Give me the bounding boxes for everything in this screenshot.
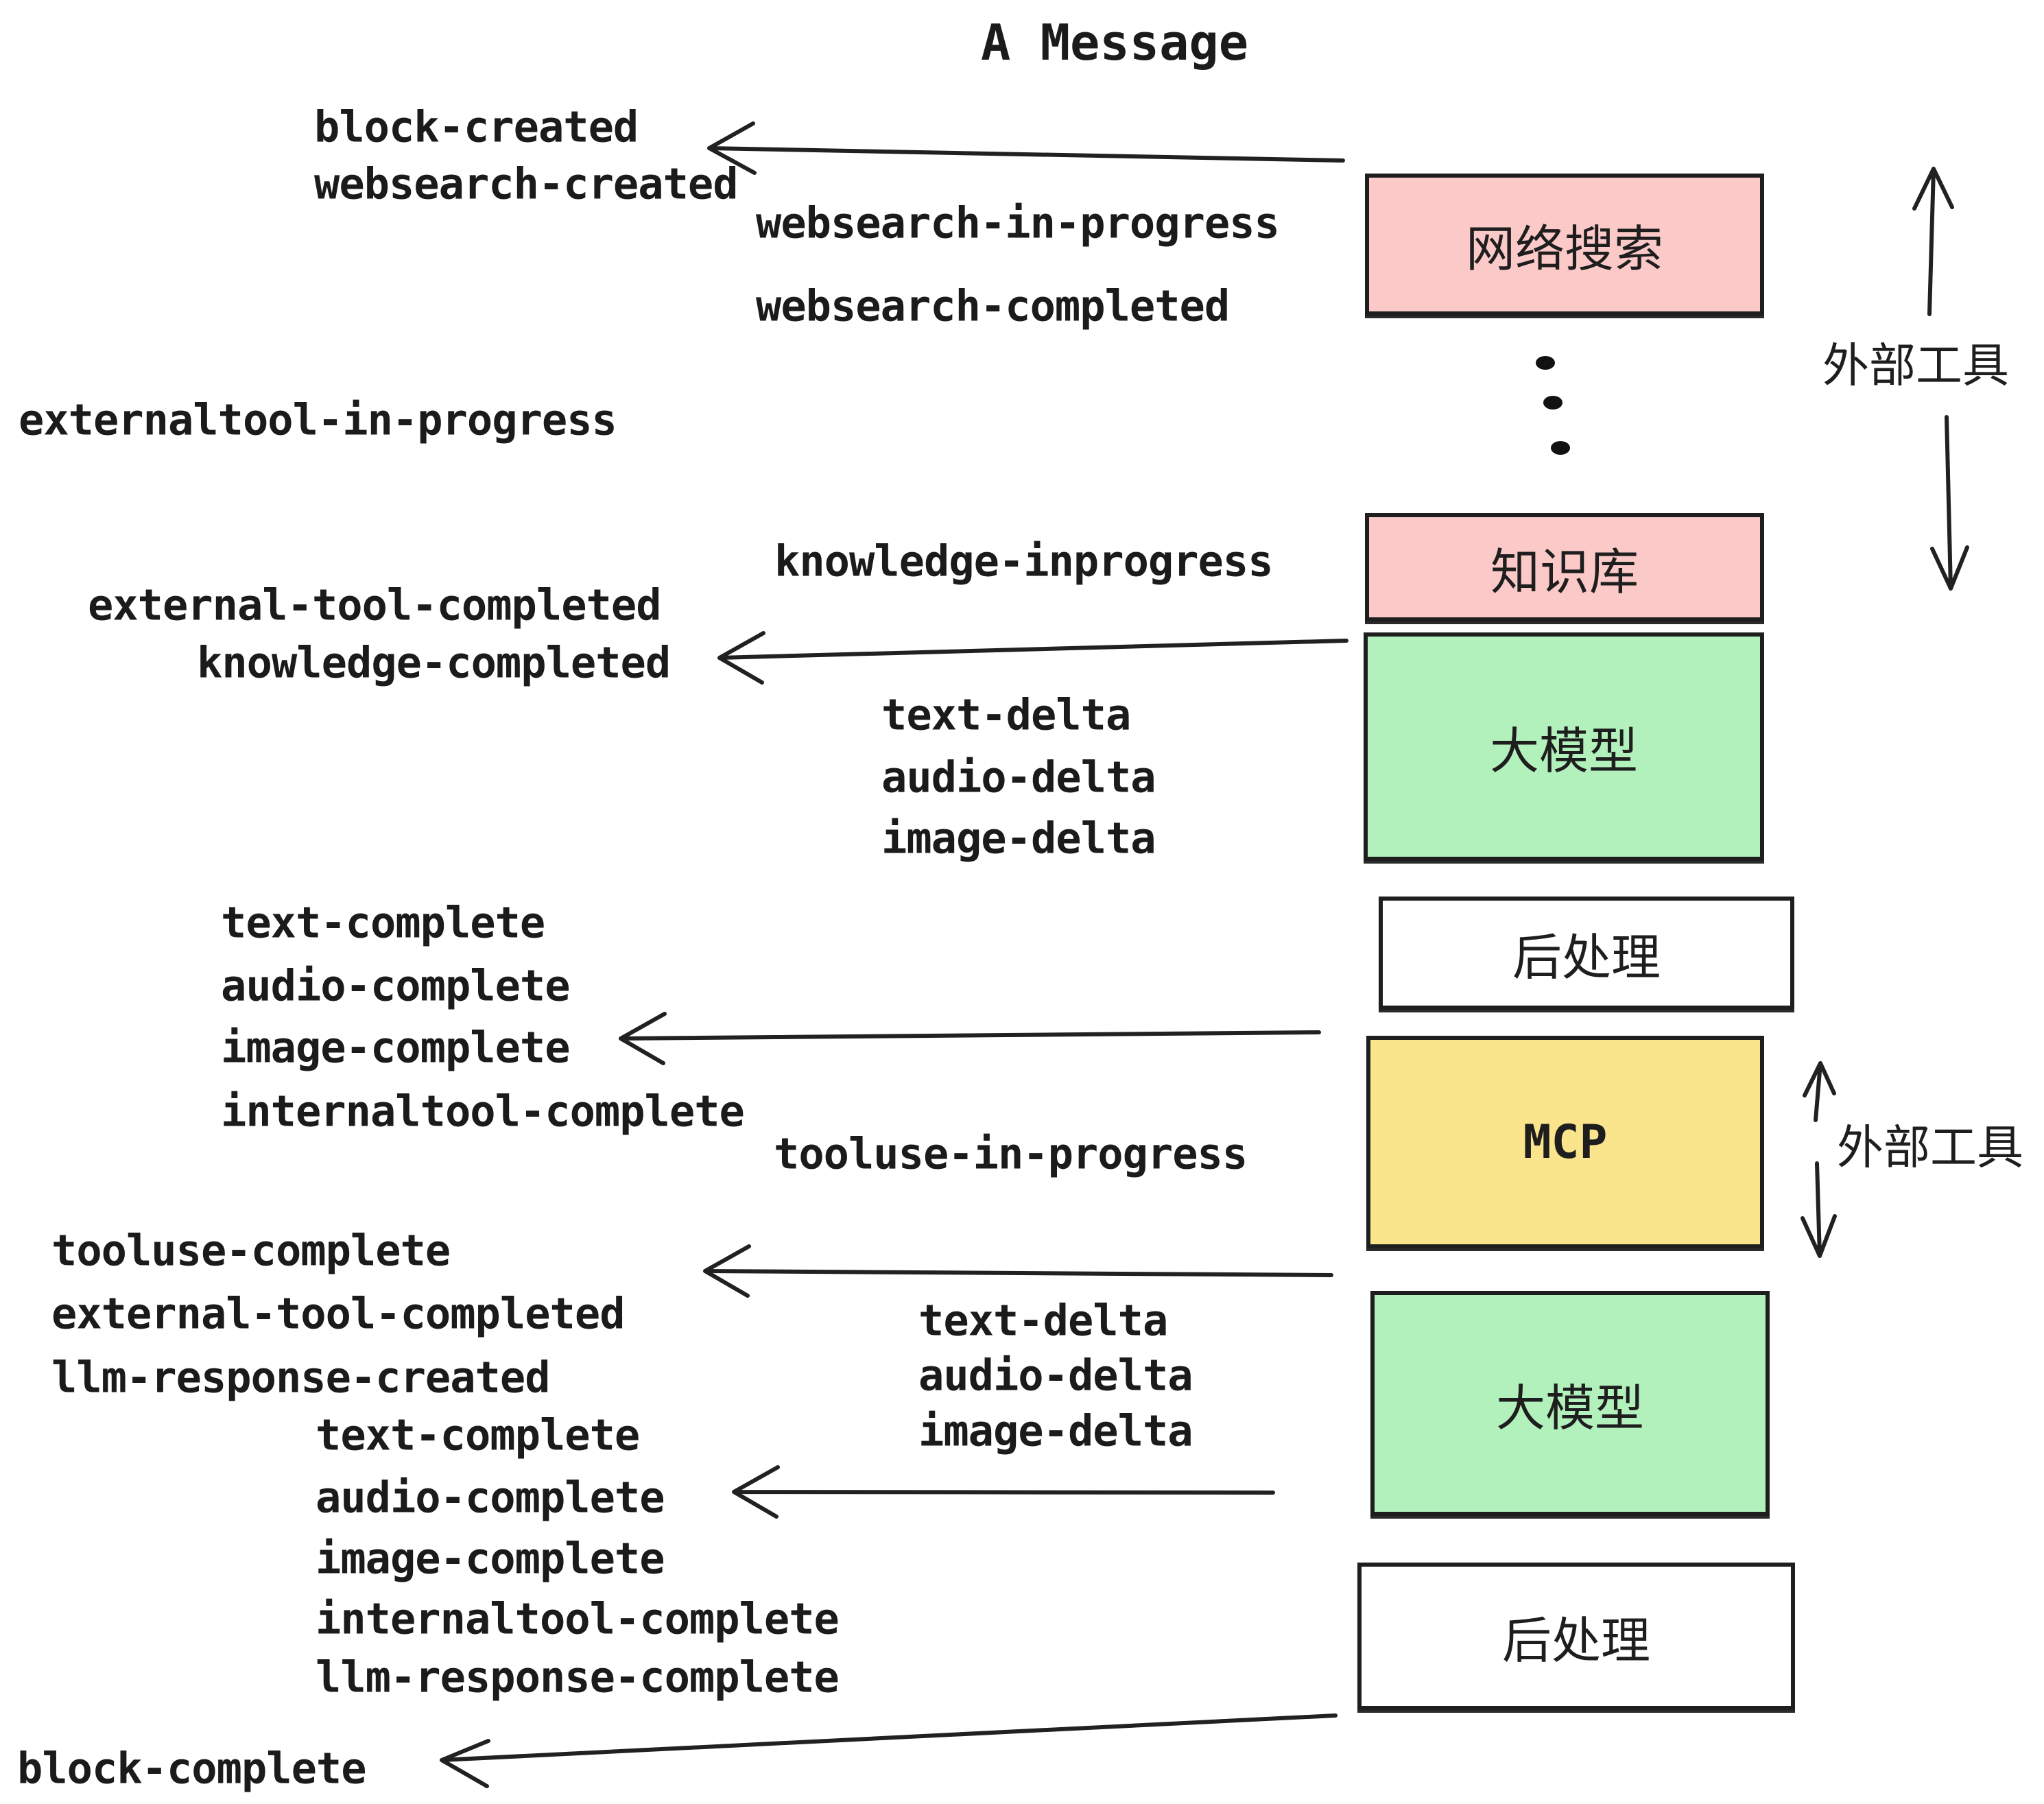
event-websearch-in-progress: websearch-in-progress: [756, 198, 1280, 248]
node-postprocess-2: 后处理: [1357, 1563, 1795, 1710]
event-block-complete: block-complete: [17, 1743, 367, 1794]
side-label-external-tools-mcp: 外部工具: [1837, 1121, 2024, 1176]
event-knowledge-completed: knowledge-completed: [197, 637, 671, 688]
event-audio-complete-1: audio-complete: [221, 960, 571, 1011]
vertical-ellipsis-dots: [1536, 356, 1570, 455]
event-llm-response-created: llm-response-created: [51, 1352, 551, 1403]
event-image-complete-1: image-complete: [221, 1022, 571, 1073]
event-websearch-completed: websearch-completed: [756, 281, 1230, 331]
external-tools-mcp-up-arrow: [1803, 1061, 1836, 1122]
external-tools-mcp-down-arrow: [1801, 1161, 1837, 1258]
arrow-knowledge-completed: [717, 631, 1348, 685]
external-tools-top-down-arrow: [1930, 415, 1969, 591]
event-tooluse-in-progress: tooluse-in-progress: [774, 1128, 1248, 1179]
event-text-complete-2: text-complete: [316, 1410, 640, 1460]
arrow-tooluse-complete: [703, 1244, 1333, 1298]
event-text-delta-1: text-delta: [881, 689, 1131, 740]
node-llm-1: 大模型: [1364, 632, 1764, 861]
event-image-delta-1: image-delta: [881, 813, 1156, 864]
event-block-created: block-created: [314, 102, 639, 152]
page-title: A Message: [981, 14, 1249, 71]
arrow-image-complete: [619, 1012, 1321, 1065]
external-tools-top-up-arrow: [1912, 167, 1954, 316]
event-external-tool-completed-2: external-tool-completed: [51, 1288, 626, 1339]
event-externaltool-in-progress: externaltool-in-progress: [19, 394, 617, 445]
event-text-delta-2: text-delta: [918, 1295, 1168, 1346]
event-internaltool-complete-2: internaltool-complete: [316, 1593, 840, 1644]
event-tooluse-complete: tooluse-complete: [51, 1225, 451, 1276]
event-knowledge-inprogress: knowledge-inprogress: [774, 536, 1274, 586]
event-image-complete-2: image-complete: [316, 1533, 665, 1584]
event-text-complete-1: text-complete: [221, 897, 545, 948]
event-external-tool-completed: external-tool-completed: [88, 580, 662, 630]
event-audio-delta-1: audio-delta: [881, 752, 1156, 803]
node-knowledge-base: 知识库: [1365, 513, 1764, 621]
node-llm-2: 大模型: [1370, 1291, 1770, 1516]
event-websearch-created: websearch-created: [314, 158, 739, 209]
node-websearch: 网络搜索: [1365, 174, 1764, 316]
node-postprocess-1: 后处理: [1379, 897, 1794, 1010]
event-image-delta-2: image-delta: [918, 1405, 1193, 1456]
arrow-block-created: [707, 121, 1345, 175]
side-label-external-tools-top: 外部工具: [1822, 339, 2010, 394]
event-llm-response-complete: llm-response-complete: [316, 1652, 840, 1702]
event-internaltool-complete-1: internaltool-complete: [221, 1086, 745, 1137]
arrow-block-complete: [440, 1713, 1338, 1788]
event-audio-delta-2: audio-delta: [918, 1350, 1193, 1401]
node-mcp: MCP: [1366, 1036, 1764, 1248]
arrow-audio-complete: [732, 1465, 1275, 1519]
event-audio-complete-2: audio-complete: [316, 1472, 665, 1523]
